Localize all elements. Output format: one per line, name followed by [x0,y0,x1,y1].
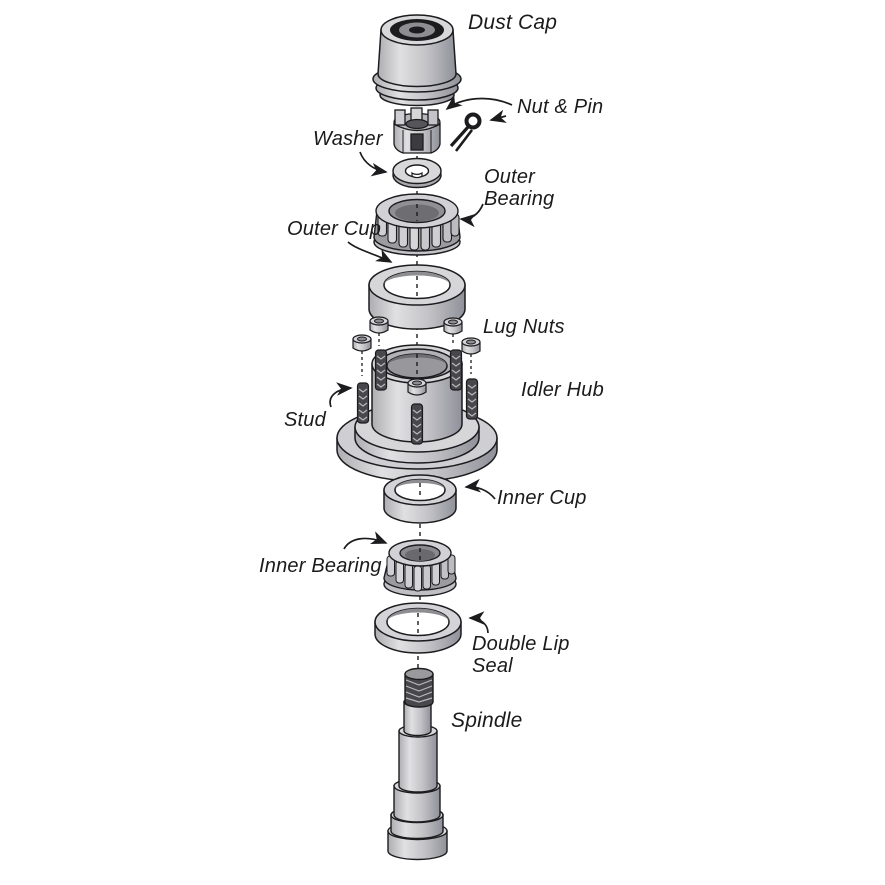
stud-back-left [374,349,388,391]
washer-drawing [392,157,442,189]
label-washer: Washer [313,128,383,150]
arrow-inner-bearing [343,531,388,550]
arrow-washer [359,151,388,177]
label-inner-cup: Inner Cup [497,487,587,509]
arrow-outer-cup [347,241,393,263]
inner-bearing-drawing [383,539,457,597]
cotter-pin-drawing [449,112,482,152]
callout-arrows [329,94,513,634]
label-double-lip-seal: Double Lip Seal [472,633,570,677]
spindle-drawing [387,667,448,861]
castle-nut-drawing [393,107,441,154]
outer-cup-drawing [368,264,466,330]
arrow-nut-pin-to-nut [445,94,513,111]
inner-cup-drawing [383,474,457,524]
label-outer-bearing-line1: Outer [484,166,536,188]
label-spindle: Spindle [451,709,523,732]
label-lug-nuts: Lug Nuts [483,316,565,338]
double-lip-seal-drawing [374,602,462,654]
label-outer-cup: Outer Cup [287,218,382,240]
label-idler-hub: Idler Hub [521,379,604,401]
lug-nuts-drawing [352,316,481,376]
outer-bearing-drawing [373,193,461,256]
label-nut-pin: Nut & Pin [517,96,604,118]
arrow-double-lip-seal [468,611,489,634]
label-outer-bearing-line2: Bearing [484,188,555,210]
label-outer-bearing: Outer Bearing [484,166,554,210]
arrow-nut-pin-to-pin [489,109,507,123]
label-double-lip-seal-line2: Seal [472,655,513,677]
arrow-outer-bearing [459,203,484,228]
arrow-inner-cup [464,478,496,500]
arrow-stud [329,382,353,408]
idler-hub-drawing [336,344,498,482]
label-inner-bearing: Inner Bearing [259,555,382,577]
label-stud: Stud [284,409,326,431]
dust-cap-drawing [372,14,462,107]
label-dust-cap: Dust Cap [468,11,558,34]
label-double-lip-seal-line1: Double Lip [472,633,570,655]
